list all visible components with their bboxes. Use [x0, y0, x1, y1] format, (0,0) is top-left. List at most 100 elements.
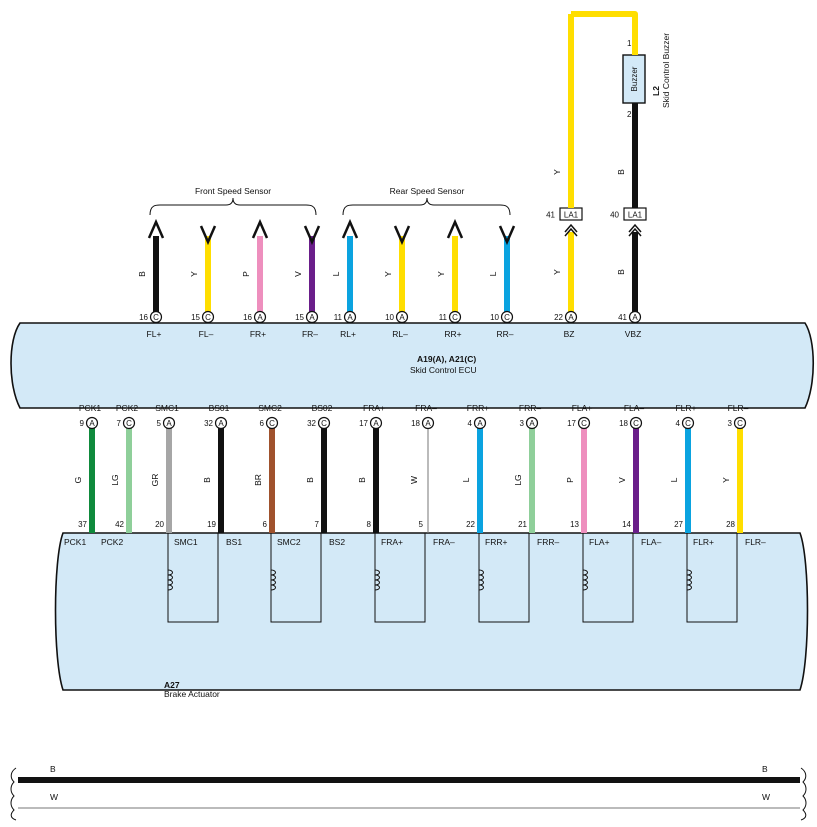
- bottom-pin-FRR-number: 3: [520, 419, 525, 428]
- bottom-pin-SMC1-wire-code: GR: [150, 474, 160, 487]
- top-pin-BZ-connector-label: LA1: [564, 211, 579, 220]
- bottom-pin-FLA-circle: [629, 416, 643, 430]
- bus-label-right-0: B: [762, 764, 768, 774]
- top-pin-RL-circle: [395, 310, 409, 324]
- bottom-pin-FRA-number: 18: [411, 419, 420, 428]
- bottom-pin-FRR-circle: [525, 416, 539, 430]
- bottom-pin-FLR-act-pin: 28: [726, 520, 735, 529]
- top-pin-BZ-connector-pin: 41: [546, 211, 555, 220]
- bottom-pin-BS01-ecu-label: BS01: [209, 403, 230, 413]
- bottom-pin-FRA-wire-code: W: [409, 476, 419, 484]
- bottom-pin-FRR-conn: A: [529, 419, 535, 428]
- top-pin-RR+-conn: C: [452, 313, 458, 322]
- coil-box-3: [374, 533, 426, 623]
- bottom-pin-PCK1-ecu-label: PCK1: [79, 403, 101, 413]
- bottom-pin-FRR-ecu-label: FRR–: [519, 403, 541, 413]
- bottom-pin-FLR+-ecu-label: FLR+: [675, 403, 696, 413]
- top-pin-FR+-number: 16: [243, 313, 252, 322]
- bottom-pin-FRR+-act-label: FRR+: [485, 537, 507, 547]
- bottom-pin-SMC2-ecu-label: SMC2: [258, 403, 282, 413]
- top-pin-FR-wire-code: V: [293, 271, 303, 277]
- ecu-name: Skid Control ECU: [410, 365, 477, 375]
- bottom-pin-BS01-act-pin: 19: [207, 520, 216, 529]
- bottom-pin-FLR+-conn: C: [685, 419, 691, 428]
- coil-box-1: [167, 533, 219, 623]
- bottom-pin-BS01-number: 32: [204, 419, 213, 428]
- top-pin-RR-circle: [500, 310, 514, 324]
- bottom-pin-SMC1-act-pin: 20: [155, 520, 164, 529]
- bottom-pin-SMC2-number: 6: [260, 419, 265, 428]
- bottom-pin-FLA+-wire-code: P: [565, 477, 575, 483]
- top-pin-VBZ-number: 41: [618, 313, 627, 322]
- coil-box-5: [582, 533, 634, 623]
- bottom-pin-FRR+-circle: [473, 416, 487, 430]
- bottom-pin-PCK2-circle: [122, 416, 136, 430]
- top-pin-FR-arrow: [303, 225, 321, 246]
- top-pin-RR-conn: C: [504, 313, 510, 322]
- bottom-pin-FLR-act-label: FLR–: [745, 537, 766, 547]
- top-pin-BZ-wire-code: Y: [552, 269, 562, 275]
- bottom-pin-FLR+-act-pin: 27: [674, 520, 683, 529]
- bottom-pin-SMC1-act-label: SMC1: [174, 537, 198, 547]
- bottom-pin-SMC2-circle: [265, 416, 279, 430]
- bottom-pin-FRA-conn: A: [425, 419, 431, 428]
- bottom-pin-FRA-act-label: FRA–: [433, 537, 455, 547]
- bottom-pin-FLR-number: 3: [728, 419, 733, 428]
- top-pin-FR-number: 15: [295, 313, 304, 322]
- buzzer-code: L2: [651, 86, 661, 96]
- buzzer-name: Skid Control Buzzer: [661, 33, 671, 108]
- bottom-pin-PCK1-number: 9: [80, 419, 85, 428]
- top-pin-RL-label: RL–: [392, 329, 408, 339]
- actuator-name: Brake Actuator: [164, 689, 220, 699]
- bottom-pin-FLA+-act-label: FLA+: [589, 537, 610, 547]
- top-pin-FR+-circle: [253, 310, 267, 324]
- bottom-pin-FRA-circle: [421, 416, 435, 430]
- top-pin-RL+-label: RL+: [340, 329, 356, 339]
- buzzer-pin-bottom: 2: [627, 110, 632, 119]
- front-sensor-brace: [149, 197, 317, 216]
- top-pin-FR-circle: [305, 310, 319, 324]
- top-pin-RR+-label: RR+: [444, 329, 461, 339]
- top-pin-BZ-chevron: [564, 223, 578, 237]
- top-pin-BZ-wire-loop: [571, 11, 638, 55]
- bottom-pin-BS01-conn: A: [218, 419, 224, 428]
- top-pin-FR-label: FR–: [302, 329, 318, 339]
- top-pin-RL+-circle: [343, 310, 357, 324]
- bottom-pin-FLA-act-label: FLA–: [641, 537, 662, 547]
- bottom-pin-FRA+-act-label: FRA+: [381, 537, 403, 547]
- bottom-pin-FRA-ecu-label: FRA–: [415, 403, 437, 413]
- bottom-pin-FRR+-conn: A: [477, 419, 483, 428]
- bottom-pin-FLA+-conn: C: [581, 419, 587, 428]
- top-pin-RR+-circle: [448, 310, 462, 324]
- buzzer-label: Buzzer: [630, 66, 639, 91]
- bottom-pin-FRA+-wire-code: B: [357, 477, 367, 483]
- bottom-pin-PCK1-act-label: PCK1: [64, 537, 86, 547]
- bottom-pin-PCK2-ecu-label: PCK2: [116, 403, 138, 413]
- top-pin-FL-arrow: [199, 225, 217, 246]
- top-pin-VBZ-label: VBZ: [625, 329, 642, 339]
- bottom-pin-FLR+-circle: [681, 416, 695, 430]
- bottom-pin-FLR+-number: 4: [676, 419, 681, 428]
- bottom-pin-FRR+-wire-code: L: [461, 477, 471, 482]
- top-pin-VBZ-connector-pin: 40: [610, 211, 619, 220]
- rear-sensor-brace: [342, 197, 511, 216]
- top-pin-BZ-upper-wire-code: Y: [552, 169, 562, 175]
- bottom-pin-SMC2-act-pin: 6: [263, 520, 268, 529]
- top-pin-FR+-label: FR+: [250, 329, 266, 339]
- top-pin-RR-number: 10: [490, 313, 499, 322]
- bottom-pin-FLR-conn: C: [737, 419, 743, 428]
- top-pin-VBZ-circle: [628, 310, 642, 324]
- bottom-pin-SMC1-number: 5: [157, 419, 162, 428]
- bottom-pin-SMC2-act-label: SMC2: [277, 537, 301, 547]
- top-pin-BZ-number: 22: [554, 313, 563, 322]
- top-pin-FL-conn: C: [205, 313, 211, 322]
- top-pin-VBZ-conn: A: [632, 313, 638, 322]
- actuator-code: A27: [164, 680, 180, 690]
- top-pin-FL+-arrow: [147, 218, 165, 239]
- bottom-pin-BS01-wire-code: B: [202, 477, 212, 483]
- bottom-pin-BS02-conn: C: [321, 419, 327, 428]
- top-pin-RL-arrow: [393, 225, 411, 246]
- bottom-pin-FRR+-ecu-label: FRR+: [467, 403, 489, 413]
- bottom-pin-PCK1-circle: [85, 416, 99, 430]
